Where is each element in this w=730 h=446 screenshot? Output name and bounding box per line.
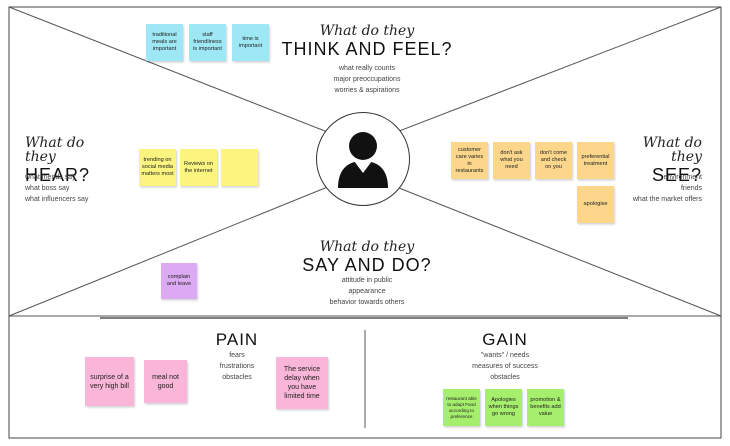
- sticky-note[interactable]: The service delay when you have limited …: [276, 357, 328, 409]
- hear-heading: What do they HEAR?: [25, 136, 115, 184]
- sticky-note[interactable]: complain and leave: [161, 263, 197, 299]
- sticky-note[interactable]: don't come and check on you: [535, 142, 572, 179]
- say-do-prompts: attitude in public appearance behavior t…: [292, 275, 442, 308]
- sticky-note[interactable]: Reviews on the internet: [180, 149, 217, 186]
- gain-line: "wants" / needs: [480, 352, 530, 359]
- say-do-heading: What do they SAY AND DO?: [282, 240, 452, 274]
- gain-line: obstacles: [490, 374, 520, 381]
- say-do-script: What do they: [319, 239, 415, 255]
- think-feel-line: worries & aspirations: [334, 87, 400, 94]
- pain-line: obstacles: [222, 374, 252, 381]
- gain-title: GAIN: [482, 330, 528, 349]
- person-icon: [338, 132, 388, 188]
- sticky-note[interactable]: customer care varies in restaurants: [451, 142, 488, 179]
- think-feel-line: major preoccupations: [333, 76, 401, 83]
- see-line: what the market offers: [632, 196, 702, 203]
- pain-prompts: fears frustrations obstacles: [187, 350, 287, 383]
- see-prompts: environment friends what the market offe…: [592, 172, 702, 205]
- gain-prompts: "wants" / needs measures of success obst…: [440, 350, 570, 383]
- divider-top-right: [393, 6, 722, 134]
- hear-prompts: what friends say what boss say what infl…: [25, 172, 135, 205]
- sticky-note[interactable]: staff friendliness is important: [189, 24, 226, 61]
- divider-top-left: [8, 6, 331, 134]
- divider-bottom-right: [393, 185, 722, 317]
- persona-avatar: [316, 112, 410, 206]
- say-do-title: SAY AND DO?: [302, 255, 432, 275]
- hear-line: what influencers say: [25, 196, 89, 203]
- hear-title: HEAR?: [25, 165, 91, 185]
- sticky-note[interactable]: surprise of a very high bill: [85, 357, 134, 406]
- pain-line: fears: [229, 352, 245, 359]
- see-line: friends: [680, 185, 702, 192]
- say-do-line: appearance: [348, 288, 386, 295]
- pain-line: frustrations: [219, 363, 255, 370]
- pain-title: PAIN: [215, 330, 259, 349]
- think-feel-heading: What do they THINK AND FEEL?: [272, 24, 462, 58]
- say-do-line: behavior towards others: [329, 299, 405, 306]
- sticky-note[interactable]: trending on social media matters most: [139, 149, 176, 186]
- see-title: SEE?: [651, 165, 702, 185]
- hear-line: what boss say: [25, 185, 70, 192]
- see-line: environment: [663, 174, 702, 181]
- think-feel-line: what really counts: [338, 65, 396, 72]
- sticky-note[interactable]: [221, 149, 258, 186]
- gain-line: measures of success: [472, 363, 538, 370]
- think-feel-prompts: what really counts major preoccupations …: [292, 63, 442, 96]
- outer-border: [8, 6, 722, 439]
- see-heading: What do they SEE?: [612, 136, 702, 184]
- sticky-note[interactable]: don't ask what you need: [493, 142, 530, 179]
- sticky-note[interactable]: restaurant able to adapt Food according …: [443, 389, 480, 426]
- see-script: What do they: [642, 135, 702, 165]
- divider-bottom-left: [8, 185, 331, 317]
- sticky-note[interactable]: apologise: [577, 186, 614, 223]
- sticky-note[interactable]: traditional meals are important: [146, 24, 183, 61]
- sticky-note[interactable]: time is important: [232, 24, 269, 61]
- sticky-note[interactable]: Apologies when things go wrong: [485, 389, 522, 426]
- hear-line: what friends say: [25, 174, 76, 181]
- sticky-note[interactable]: promotion & benefits add value: [527, 389, 564, 426]
- sticky-note[interactable]: meal not good: [144, 360, 187, 403]
- think-feel-script: What do they: [319, 23, 415, 39]
- hear-script: What do they: [25, 135, 85, 165]
- think-feel-title: THINK AND FEEL?: [281, 39, 453, 59]
- say-do-line: attitude in public: [341, 277, 393, 284]
- sticky-note[interactable]: preferential treatment: [577, 142, 614, 179]
